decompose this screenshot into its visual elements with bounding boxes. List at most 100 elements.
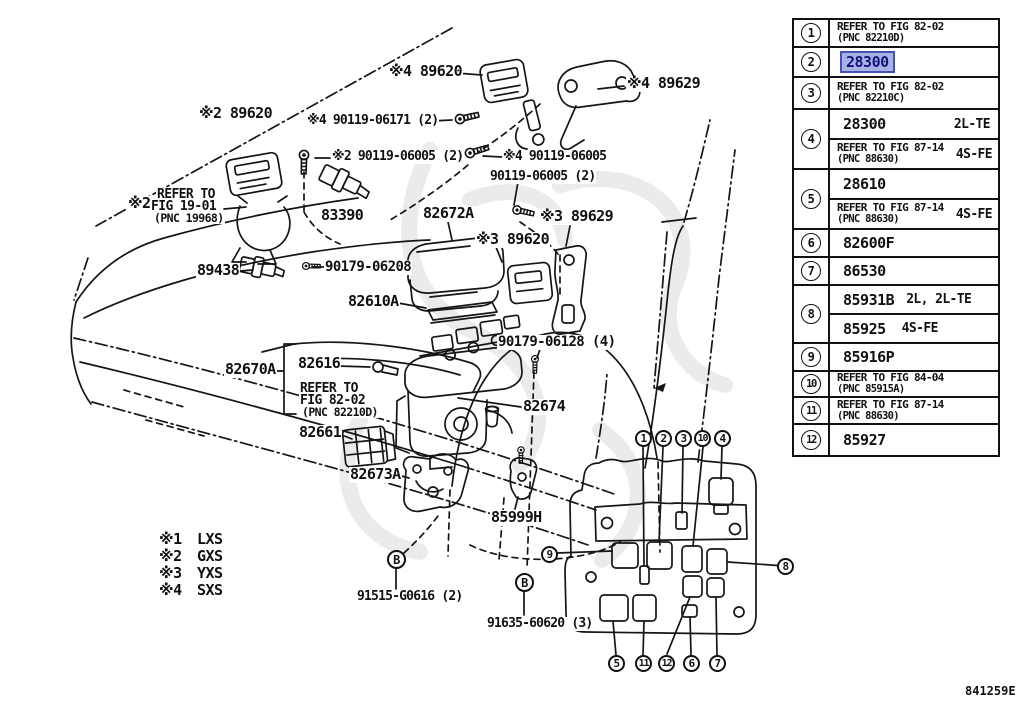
part-label: REFER TO — [156, 187, 216, 202]
part-label: ※3 89629 — [539, 207, 614, 225]
leader-lines — [223, 72, 786, 616]
table-row: 5 28610 REFER TO FIG 87-14 (PNC 88630) 4… — [794, 170, 998, 230]
relay-box — [564, 457, 757, 635]
part-82673a — [402, 453, 470, 513]
part-cell[interactable]: 85927 — [843, 431, 886, 449]
row-number: 8 — [794, 286, 830, 342]
table-row: 8 85931B 2L, 2L-TE 85925 4S-FE — [794, 286, 998, 344]
part-89629-top — [515, 59, 641, 151]
part-cell[interactable]: REFER TO FIG 87-14 (PNC 88630) 4S-FE — [830, 138, 998, 168]
callout-2: 2 — [655, 430, 672, 447]
row-number: 10 — [794, 372, 830, 396]
fender-lines — [644, 119, 736, 469]
part-grommet — [484, 405, 500, 428]
part-label: (PNC 82210D) — [301, 405, 379, 419]
part-label: 83390 — [320, 206, 365, 224]
part-label: ※4 89620 — [388, 62, 463, 80]
part-label: REFER TO — [299, 381, 359, 396]
part-85999h — [509, 446, 538, 500]
part-label: 90179-06208 — [324, 259, 413, 275]
part-label: 91635-60620 (3) — [486, 616, 594, 631]
engine-code: 4S-FE — [955, 146, 993, 162]
table-row: 11 REFER TO FIG 87-14 (PNC 88630) — [794, 398, 998, 425]
part-label: 89438 — [196, 261, 241, 279]
row-number: 4 — [794, 110, 830, 168]
row-number: 5 — [794, 170, 830, 228]
row-number: 2 — [794, 48, 830, 76]
callout-3: 3 — [675, 430, 692, 447]
row-number: 7 — [794, 258, 830, 284]
part-label: (PNC 19968) — [153, 211, 225, 225]
table-row: 6 82600F — [794, 230, 998, 258]
callout-9: 9 — [541, 546, 558, 563]
part-cell: 28300 — [830, 48, 998, 76]
part-label: 82672A — [422, 204, 475, 222]
part-label: 90179-06128 (4) — [497, 334, 617, 350]
callout-4: 4 — [714, 430, 731, 447]
legend-value: YXS — [197, 564, 223, 582]
part-label: ※2 89620 — [198, 104, 273, 122]
part-cell[interactable]: 28610 — [843, 175, 886, 193]
part-cell[interactable]: 86530 — [843, 262, 886, 280]
legend-value: LXS — [197, 530, 223, 548]
part-label: 82674 — [522, 397, 567, 415]
parts-table: 1 REFER TO FIG 82-02 (PNC 82210D) 2 2830… — [792, 18, 1000, 457]
part-cell[interactable]: 82600F — [843, 234, 895, 252]
table-row: 1 REFER TO FIG 82-02 (PNC 82210D) — [794, 20, 998, 48]
part-cell[interactable]: 85916P — [843, 348, 895, 366]
part-82661 — [341, 425, 397, 468]
part-label: 82661 — [298, 423, 343, 441]
part-label: FIG 82-02 — [299, 393, 367, 408]
part-cell[interactable]: REFER TO FIG 82-02 (PNC 82210C) — [837, 80, 944, 105]
table-row: 12 85927 — [794, 425, 998, 455]
part-cell[interactable]: REFER TO FIG 87-14 (PNC 88630) 4S-FE — [830, 198, 998, 228]
part-89629-mid — [551, 245, 587, 335]
part-83390 — [318, 164, 370, 200]
callout-b2: B — [515, 573, 534, 592]
engine-code: 4S-FE — [955, 206, 993, 222]
part-89438 — [238, 255, 285, 279]
callout-8: 8 — [777, 558, 794, 575]
row-number: 6 — [794, 230, 830, 256]
part-label: 82616 — [297, 354, 342, 372]
row-number: 11 — [794, 398, 830, 423]
part-cell[interactable]: 85925 4S-FE — [830, 313, 998, 342]
legend-value: SXS — [197, 581, 223, 599]
callout-5: 5 — [608, 655, 625, 672]
part-label: ※4 90119-06171 (2) — [306, 113, 440, 128]
row-number: 3 — [794, 78, 830, 108]
callout-7: 7 — [709, 655, 726, 672]
callout-1: 1 — [635, 430, 652, 447]
table-row: 9 85916P — [794, 344, 998, 372]
callout-b1: B — [387, 550, 406, 569]
part-82616 — [372, 361, 399, 376]
part-cell[interactable]: REFER TO FIG 84-04 (PNC 85915A) — [837, 371, 944, 396]
part-label: 85999H — [490, 508, 543, 526]
row-number: 9 — [794, 344, 830, 370]
part-82674 — [395, 346, 523, 470]
part-label: 90119-06005 (2) — [489, 169, 597, 184]
callout-10: 10 — [694, 430, 711, 447]
table-row: 4 28300 2L-TE REFER TO FIG 87-14 (PNC 88… — [794, 110, 998, 170]
part-label: 91515-G0616 (2) — [356, 589, 464, 604]
part-label: 82610A — [347, 292, 400, 310]
part-cell[interactable]: 85931B 2L, 2L-TE — [843, 290, 972, 309]
part-cell[interactable]: REFER TO FIG 87-14 (PNC 88630) — [837, 397, 944, 422]
part-clamp-19968 — [231, 195, 291, 265]
figure-code: 841259E — [965, 684, 1016, 698]
part-cell[interactable]: REFER TO FIG 82-02 (PNC 82210D) — [837, 20, 944, 45]
legend-item: ※1 LXS — [159, 530, 223, 548]
engine-code: 2L, 2L-TE — [906, 292, 972, 307]
highlighted-part-number[interactable]: 28300 — [840, 51, 895, 73]
callout-11: 11 — [635, 655, 652, 672]
legend-mark: ※1 — [159, 530, 182, 548]
part-cell[interactable]: 28300 2L-TE — [843, 115, 991, 133]
part-label: ※4 89629 — [626, 74, 701, 92]
table-row: 10 REFER TO FIG 84-04 (PNC 85915A) — [794, 372, 998, 398]
part-89620-top — [479, 58, 529, 104]
table-row: 2 28300 — [794, 48, 998, 78]
row-number: 1 — [794, 20, 830, 46]
